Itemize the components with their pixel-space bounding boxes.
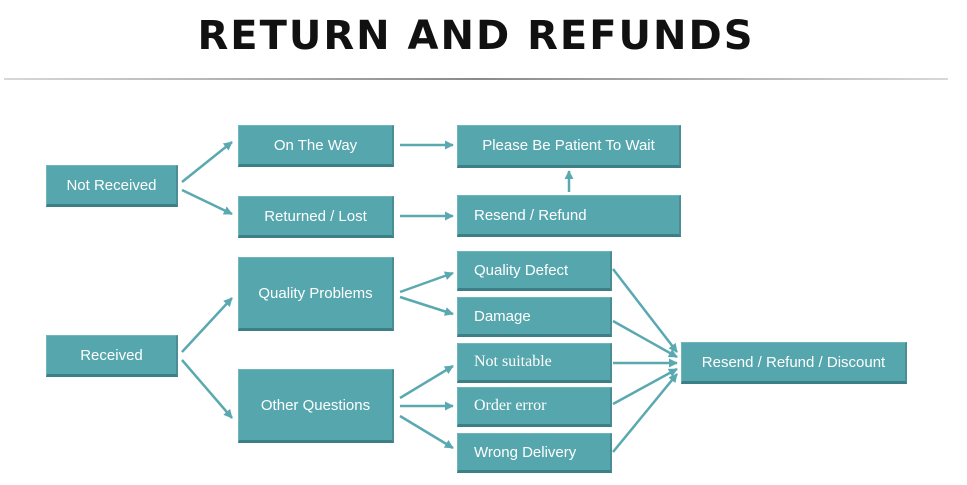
node-other-questions: Other Questions	[238, 369, 394, 443]
node-resend-refund-discount: Resend / Refund / Discount	[681, 342, 907, 384]
edge-damage-to-outcome	[612, 319, 678, 359]
edge-received-to-other-questions	[181, 359, 233, 419]
page-title: RETURN AND REFUNDS	[197, 13, 755, 59]
edge-not-received-to-returned-lost	[181, 188, 233, 216]
node-not-suitable: Not suitable	[457, 343, 612, 383]
node-received: Received	[46, 335, 178, 377]
node-wrong-delivery: Wrong Delivery	[457, 433, 612, 473]
edge-received-to-quality-problems	[181, 297, 233, 353]
node-returned-lost: Returned / Lost	[238, 196, 394, 238]
title-divider	[4, 78, 948, 80]
edge-wrong-delivery-to-outcome	[612, 373, 678, 453]
node-quality-defect: Quality Defect	[457, 251, 612, 291]
node-not-received: Not Received	[46, 165, 178, 207]
edge-not-received-to-on-the-way	[181, 141, 233, 183]
edge-quality-problems-to-quality-defect	[399, 271, 454, 294]
node-order-error: Order error	[457, 387, 612, 427]
edge-order-error-to-outcome	[612, 367, 678, 406]
node-please-be-patient: Please Be Patient To Wait	[457, 125, 681, 168]
edge-other-questions-to-not-suitable	[399, 364, 454, 400]
node-resend-refund: Resend / Refund	[457, 195, 681, 237]
edge-quality-defect-to-outcome	[612, 268, 678, 353]
node-on-the-way: On The Way	[238, 125, 394, 167]
node-quality-problems: Quality Problems	[238, 257, 394, 331]
node-damage: Damage	[457, 297, 612, 337]
edge-other-questions-to-wrong-delivery	[399, 414, 454, 450]
edge-quality-problems-to-damage	[399, 295, 454, 316]
